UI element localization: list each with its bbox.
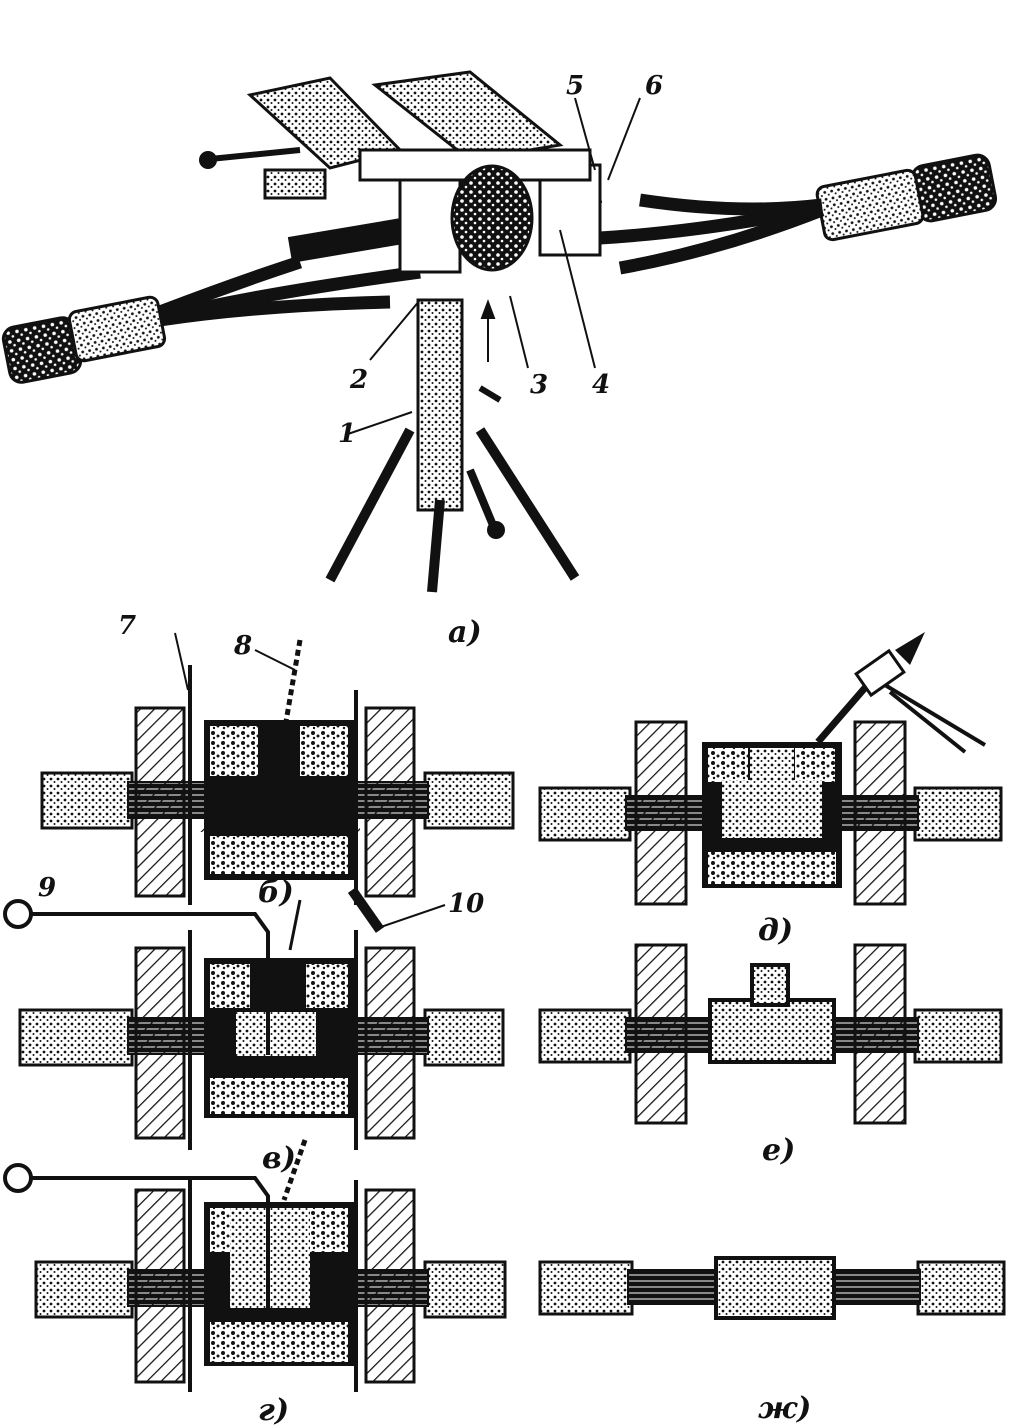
caption-g: г)	[258, 1393, 289, 1426]
label-2: 2	[349, 365, 368, 395]
stage-g: г)	[3, 1139, 507, 1426]
label-1: 1	[338, 419, 356, 449]
caption-b: б)	[258, 875, 294, 910]
caption-d: д)	[758, 913, 793, 948]
stage-b: 7 8	[40, 611, 515, 905]
stage-v: 9 10 б) в)	[3, 873, 505, 1176]
label-4: 4	[592, 370, 610, 400]
caption-zh: ж)	[758, 1391, 811, 1426]
left-cable	[1, 215, 423, 384]
label-3: 3	[530, 370, 548, 400]
leader-lines	[344, 97, 641, 436]
right-cable	[557, 153, 998, 275]
caption-e: е)	[762, 1133, 795, 1168]
label-5: 5	[566, 71, 584, 101]
caption-v: в)	[262, 1141, 296, 1176]
caption-a: а)	[448, 615, 482, 650]
stage-d: д)	[538, 632, 1003, 948]
label-9: 9	[38, 873, 56, 903]
label-7: 7	[118, 611, 136, 641]
clamp-assembly	[199, 70, 602, 274]
stage-zh: ж)	[538, 1256, 1006, 1426]
label-10: 10	[448, 889, 484, 919]
label-8: 8	[233, 631, 252, 661]
label-6: 6	[645, 71, 663, 101]
stage-e: е)	[538, 943, 1003, 1168]
tripod-stand	[325, 298, 580, 593]
apparatus-perspective: 1 2 3 4 5 6 а)	[1, 70, 998, 650]
